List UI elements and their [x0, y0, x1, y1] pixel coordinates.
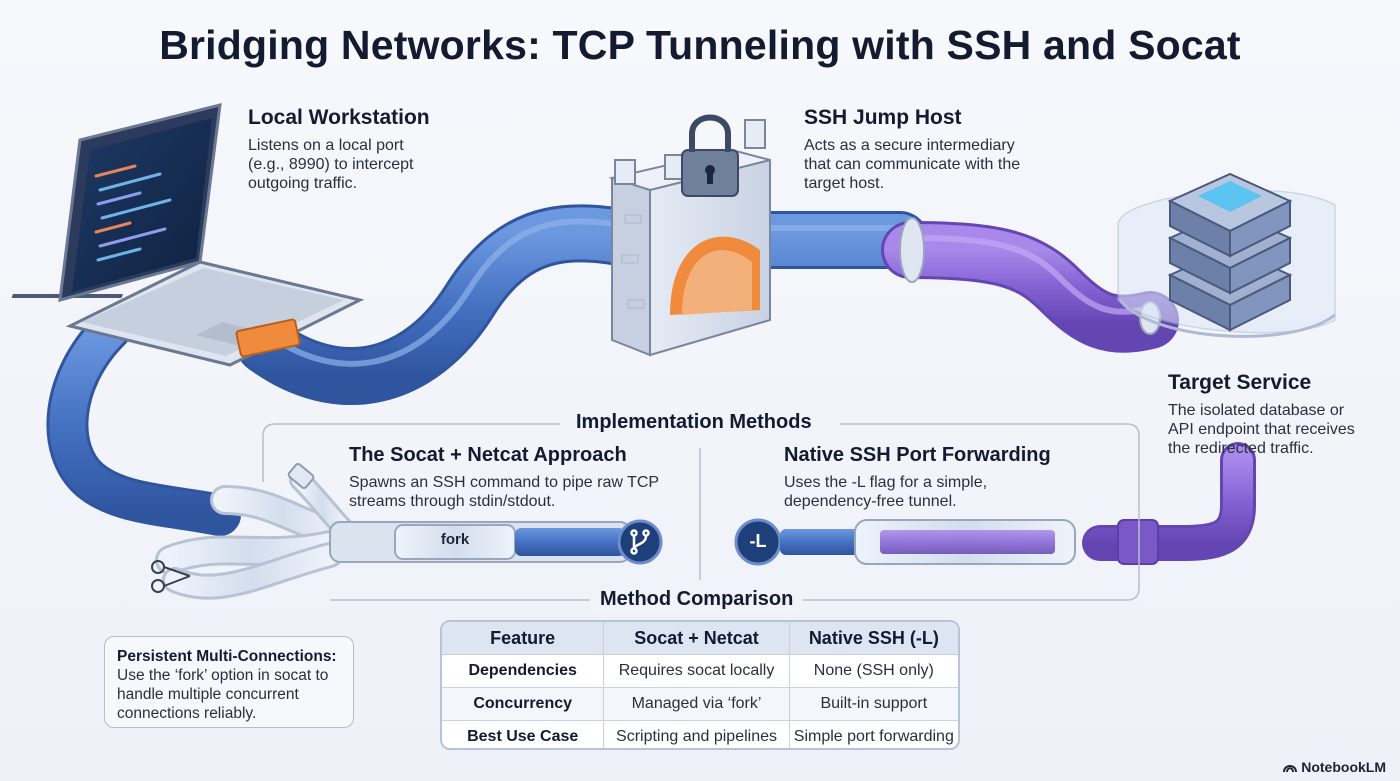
table-cell: Concurrency	[473, 695, 573, 712]
desc-line: that can communicate with the	[804, 156, 1021, 173]
desc-line: dependency-free tunnel.	[784, 493, 957, 510]
brand-logo: NotebookLM	[1283, 759, 1386, 775]
fork-label: fork	[440, 531, 470, 548]
target-server-illustration	[1117, 172, 1336, 338]
target-service-heading: Target Service	[1168, 371, 1312, 394]
table-row: Dependencies Requires socat locally None…	[442, 654, 958, 687]
local-workstation-heading: Local Workstation	[248, 106, 430, 129]
branch-icon	[617, 519, 663, 565]
table-header-row: Feature Socat + Netcat Native SSH (-L)	[442, 622, 958, 654]
table-cell: Requires socat locally	[603, 655, 788, 687]
native-heading: Native SSH Port Forwarding	[784, 444, 1051, 466]
desc-line: the redirected traffic.	[1168, 440, 1314, 457]
table-row: Best Use Case Scripting and pipelines Si…	[442, 720, 958, 748]
desc-line: API endpoint that receives	[1168, 421, 1355, 438]
jump-host-callout: SSH Jump Host Acts as a secure intermedi…	[804, 106, 1064, 193]
column-header: Socat + Netcat	[603, 622, 788, 654]
target-service-desc: The isolated database or API endpoint th…	[1168, 401, 1388, 458]
desc-line: streams through stdin/stdout.	[349, 493, 556, 510]
persistent-note: Persistent Multi-Connections: Use the ‘f…	[104, 636, 354, 728]
comparison-heading: Method Comparison	[590, 588, 804, 611]
table-cell: Managed via ‘fork’	[603, 688, 788, 720]
note-line: Use the ‘fork’ option in socat to	[117, 667, 329, 684]
desc-line: The isolated database or	[1168, 402, 1345, 419]
implementation-heading: Implementation Methods	[566, 411, 822, 434]
local-workstation-callout: Local Workstation Listens on a local por…	[248, 106, 508, 193]
target-service-callout: Target Service The isolated database or …	[1168, 371, 1388, 458]
table-cell: Scripting and pipelines	[603, 721, 788, 748]
desc-line: outgoing traffic.	[248, 175, 358, 192]
note-line: handle multiple concurrent	[117, 686, 299, 703]
socat-approach: The Socat + Netcat Approach Spawns an SS…	[349, 444, 689, 511]
column-header: Native SSH (-L)	[788, 622, 958, 654]
note-line: connections reliably.	[117, 705, 257, 722]
native-ssh-approach: Native SSH Port Forwarding Uses the -L f…	[784, 444, 1124, 511]
desc-line: Uses the -L flag for a simple,	[784, 474, 988, 491]
desc-line: target host.	[804, 175, 885, 192]
table-cell: Dependencies	[468, 662, 577, 679]
note-title: Persistent Multi-Connections:	[117, 648, 337, 665]
native-desc: Uses the -L flag for a simple, dependenc…	[784, 473, 1124, 511]
table-row: Concurrency Managed via ‘fork’ Built-in …	[442, 687, 958, 720]
desc-line: Listens on a local port	[248, 137, 404, 154]
socat-heading: The Socat + Netcat Approach	[349, 444, 627, 466]
jump-host-illustration	[608, 114, 771, 357]
local-workstation-desc: Listens on a local port (e.g., 8990) to …	[248, 136, 508, 193]
laptop-illustration	[11, 103, 365, 367]
desc-line: (e.g., 8990) to intercept	[248, 156, 414, 173]
table-cell: Best Use Case	[467, 728, 579, 745]
jump-host-heading: SSH Jump Host	[804, 106, 962, 129]
brand-name: NotebookLM	[1301, 759, 1386, 775]
table-cell: Simple port forwarding	[788, 721, 958, 748]
table-cell: Built-in support	[788, 688, 958, 720]
notebooklm-icon	[1283, 765, 1298, 773]
comparison-table: Feature Socat + Netcat Native SSH (-L) D…	[440, 620, 960, 750]
desc-line: Acts as a secure intermediary	[804, 137, 1015, 154]
section-frame	[262, 423, 1140, 601]
flag-l-label: -L	[749, 531, 767, 551]
table-cell: None (SSH only)	[788, 655, 958, 687]
desc-line: Spawns an SSH command to pipe raw TCP	[349, 474, 660, 491]
socat-desc: Spawns an SSH command to pipe raw TCP st…	[349, 473, 689, 511]
column-header: Feature	[490, 627, 556, 648]
page-title: Bridging Networks: TCP Tunneling with SS…	[159, 22, 1241, 68]
jump-host-desc: Acts as a secure intermediary that can c…	[804, 136, 1064, 193]
